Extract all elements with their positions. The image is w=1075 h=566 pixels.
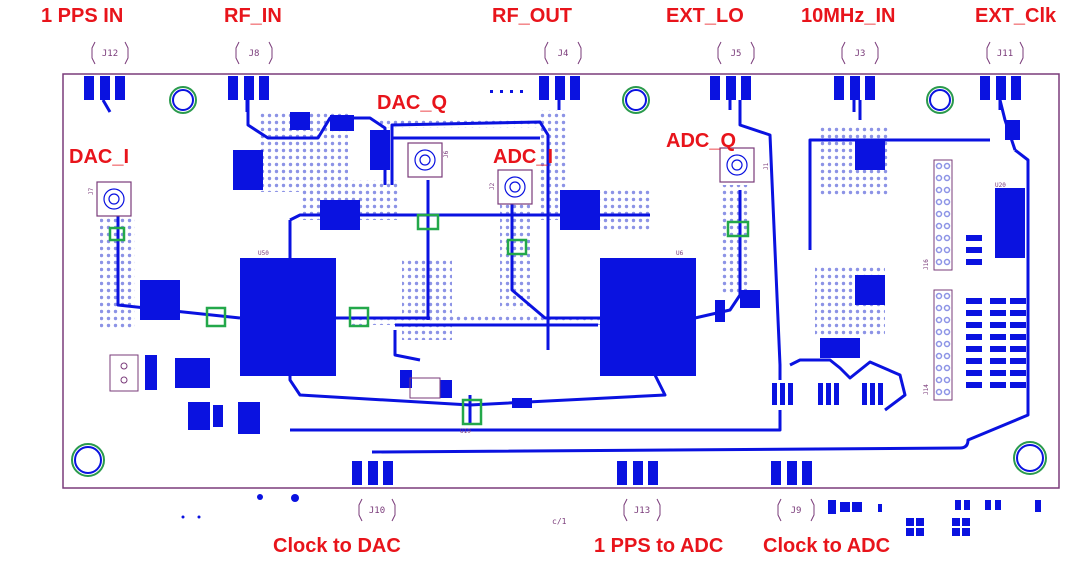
label-adc-q: ADC_Q — [666, 130, 737, 152]
smd-outlines — [109, 354, 441, 399]
label-ext-lo: EXT_LO — [666, 5, 744, 27]
ref-j9: J9 — [791, 506, 802, 516]
top-connector-stems — [101, 99, 1002, 113]
chip-labels: U50 U6 U20 U19 J16 J14 — [258, 182, 1006, 435]
header-pins — [935, 162, 951, 396]
ref-j2: J2 — [489, 182, 496, 190]
label-rf-out: RF_OUT — [492, 5, 572, 27]
dac-chip — [240, 258, 336, 376]
header-j14 — [933, 289, 953, 401]
label-dac-i: DAC_I — [69, 146, 130, 168]
regulator — [120, 362, 128, 384]
connector-refs: J12 J8 J4 J5 J3 J11 J10 J13 J9 — [102, 49, 1013, 516]
ref-j10: J10 — [369, 506, 385, 516]
ref-j6: J6 — [443, 150, 450, 158]
ref-j7: J7 — [88, 187, 95, 195]
ref-j1: J1 — [763, 162, 770, 170]
header-j16 — [933, 159, 953, 271]
ref-j4: J4 — [558, 49, 569, 59]
ref-j3: J3 — [855, 49, 866, 59]
sma-refs: J6 J7 J2 J1 — [88, 150, 770, 195]
label-j14: J14 — [923, 384, 930, 395]
label-1-pps-to-adc: 1 PPS to ADC — [594, 535, 724, 557]
smd-components — [140, 90, 1025, 434]
label-u19: U19 — [460, 428, 471, 435]
label-rf-in: RF_IN — [224, 5, 282, 27]
label-ext-clk: EXT_Clk — [975, 5, 1057, 27]
sma-connectors — [96, 142, 755, 217]
resistor-array — [966, 235, 1026, 388]
label-10mhz-in: 10MHz_IN — [801, 5, 896, 27]
footer-mark: c/1 — [552, 517, 567, 526]
connector-brackets — [91, 41, 1024, 522]
ref-j11: J11 — [997, 49, 1013, 59]
ref-j5: J5 — [731, 49, 742, 59]
ref-j13: J13 — [634, 506, 650, 516]
bottom-connectors — [352, 461, 812, 485]
ref-j8: J8 — [249, 49, 260, 59]
board-outline — [62, 73, 1060, 489]
label-adc-i: ADC_I — [493, 146, 554, 168]
label-1-pps-in: 1 PPS IN — [41, 5, 124, 27]
label-clock-to-adc: Clock to ADC — [763, 535, 891, 557]
mounting-holes — [71, 86, 1047, 477]
copper-traces — [116, 99, 1030, 454]
top-connectors — [84, 76, 1021, 100]
off-board-parts — [181, 494, 1041, 536]
ref-j12: J12 — [102, 49, 118, 59]
label-clock-to-dac: Clock to DAC — [273, 535, 401, 557]
label-j16: J16 — [923, 259, 930, 270]
label-u50: U50 — [258, 250, 269, 257]
filter-pads — [108, 213, 750, 426]
label-dac-q: DAC_Q — [377, 92, 448, 114]
adc-chip — [600, 258, 696, 376]
label-u20: U20 — [995, 182, 1006, 189]
label-u6: U6 — [676, 250, 684, 257]
